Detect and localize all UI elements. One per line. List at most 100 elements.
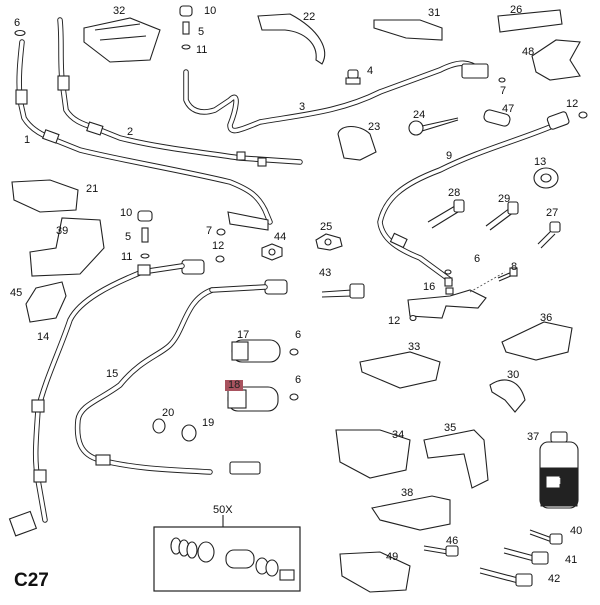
grommet-13-drawing[interactable] bbox=[533, 167, 559, 189]
bracket-31-drawing[interactable] bbox=[373, 19, 443, 41]
label-16[interactable]: 16 bbox=[423, 281, 436, 293]
holder-32-drawing[interactable] bbox=[83, 17, 161, 63]
valve-assembly-top[interactable] bbox=[179, 5, 193, 50]
label-7b[interactable]: 7 bbox=[206, 225, 213, 237]
label-35[interactable]: 35 bbox=[444, 422, 457, 434]
label-20[interactable]: 20 bbox=[162, 407, 175, 419]
label-14[interactable]: 14 bbox=[37, 331, 50, 343]
label-6b[interactable]: 6 bbox=[474, 253, 481, 265]
label-15[interactable]: 15 bbox=[106, 368, 119, 380]
pressure-hose-1-drawing[interactable] bbox=[15, 39, 273, 225]
label-12b[interactable]: 12 bbox=[212, 240, 225, 252]
union-16-drawing[interactable] bbox=[407, 269, 506, 319]
label-13[interactable]: 13 bbox=[534, 156, 547, 168]
label-50x[interactable]: 50X bbox=[213, 504, 233, 516]
label-11[interactable]: 11 bbox=[196, 44, 208, 56]
label-45[interactable]: 45 bbox=[10, 287, 23, 299]
bolt-42-drawing[interactable] bbox=[479, 567, 533, 587]
label-48[interactable]: 48 bbox=[522, 46, 535, 58]
seal-ring-7-top-drawing[interactable] bbox=[498, 77, 506, 83]
clip-34-drawing[interactable] bbox=[335, 429, 411, 479]
label-26[interactable]: 26 bbox=[510, 4, 523, 16]
return-pipe-2-drawing[interactable] bbox=[57, 17, 303, 167]
label-9[interactable]: 9 bbox=[446, 150, 453, 162]
valve-assembly-mid[interactable] bbox=[137, 210, 153, 276]
clip-21-drawing[interactable] bbox=[11, 179, 79, 213]
label-27[interactable]: 27 bbox=[546, 207, 559, 219]
nut-44-drawing[interactable] bbox=[261, 243, 283, 261]
bolt-40-drawing[interactable] bbox=[529, 529, 563, 545]
label-39[interactable]: 39 bbox=[56, 225, 69, 237]
label-3[interactable]: 3 bbox=[299, 101, 306, 113]
label-10b[interactable]: 10 bbox=[120, 207, 133, 219]
label-8[interactable]: 8 bbox=[511, 261, 518, 273]
label-19[interactable]: 19 bbox=[202, 417, 215, 429]
label-4[interactable]: 4 bbox=[367, 65, 374, 77]
seal-ring-7-mid-drawing[interactable] bbox=[216, 228, 226, 236]
label-5[interactable]: 5 bbox=[198, 26, 205, 38]
label-44[interactable]: 44 bbox=[274, 231, 287, 243]
bolt-27-drawing[interactable] bbox=[537, 221, 561, 249]
label-47[interactable]: 47 bbox=[502, 103, 515, 115]
bolt-8-drawing[interactable] bbox=[497, 267, 518, 282]
label-12[interactable]: 12 bbox=[566, 98, 579, 110]
union-4-drawing[interactable] bbox=[345, 69, 361, 85]
clip-39-drawing[interactable] bbox=[29, 217, 105, 277]
label-34[interactable]: 34 bbox=[392, 429, 405, 441]
label-10[interactable]: 10 bbox=[204, 5, 217, 17]
label-43[interactable]: 43 bbox=[319, 267, 332, 279]
pressure-switch-18-drawing[interactable] bbox=[227, 386, 299, 412]
bolt-29-drawing[interactable] bbox=[485, 201, 519, 231]
label-2[interactable]: 2 bbox=[127, 126, 134, 138]
label-32[interactable]: 32 bbox=[113, 5, 126, 17]
label-24[interactable]: 24 bbox=[413, 109, 426, 121]
label-5b[interactable]: 5 bbox=[125, 231, 132, 243]
bolt-28-drawing[interactable] bbox=[427, 199, 465, 229]
seal-ring-12-bottom-drawing[interactable] bbox=[409, 314, 417, 322]
label-42[interactable]: 42 bbox=[548, 573, 561, 585]
label-29[interactable]: 29 bbox=[498, 193, 511, 205]
label-41[interactable]: 41 bbox=[565, 554, 578, 566]
label-28[interactable]: 28 bbox=[448, 187, 461, 199]
label-21[interactable]: 21 bbox=[86, 183, 99, 195]
pipe-3-drawing[interactable] bbox=[183, 60, 489, 134]
trim-26-drawing[interactable] bbox=[497, 9, 563, 33]
label-31[interactable]: 31 bbox=[428, 7, 441, 19]
label-11b[interactable]: 11 bbox=[121, 251, 133, 263]
clamp-30-drawing[interactable] bbox=[489, 379, 526, 413]
sleeve-47-drawing[interactable] bbox=[483, 109, 511, 127]
clip-33-drawing[interactable] bbox=[359, 351, 441, 389]
oil-bottle-37-drawing[interactable] bbox=[539, 431, 579, 509]
plate-45-drawing[interactable] bbox=[25, 281, 67, 323]
clamp-23-drawing[interactable] bbox=[337, 125, 377, 161]
hose-15-drawing[interactable] bbox=[74, 279, 288, 475]
label-49[interactable]: 49 bbox=[386, 551, 399, 563]
bolt-41-drawing[interactable] bbox=[503, 547, 549, 565]
repair-kit-50x[interactable] bbox=[153, 515, 301, 592]
label-38[interactable]: 38 bbox=[401, 487, 414, 499]
seal-ring-12-right-drawing[interactable] bbox=[578, 111, 588, 119]
seal-ring-20-drawing[interactable] bbox=[152, 418, 166, 434]
bolt-43-drawing[interactable] bbox=[321, 283, 365, 299]
label-17[interactable]: 17 bbox=[237, 329, 250, 341]
label-46[interactable]: 46 bbox=[446, 535, 459, 547]
label-1[interactable]: 1 bbox=[24, 134, 31, 146]
label-33[interactable]: 33 bbox=[408, 341, 421, 353]
bolt-46-drawing[interactable] bbox=[423, 545, 459, 557]
clip-22-drawing[interactable] bbox=[257, 13, 326, 65]
label-36[interactable]: 36 bbox=[540, 312, 553, 324]
label-40[interactable]: 40 bbox=[570, 525, 583, 537]
label-30[interactable]: 30 bbox=[507, 369, 520, 381]
seal-ring-12-mid-drawing[interactable] bbox=[215, 255, 225, 263]
label-37[interactable]: 37 bbox=[527, 431, 540, 443]
screw-24-drawing[interactable] bbox=[408, 117, 459, 136]
label-7[interactable]: 7 bbox=[500, 85, 507, 97]
pipe-9-drawing[interactable] bbox=[377, 111, 570, 283]
label-6d[interactable]: 6 bbox=[295, 374, 302, 386]
label-6c[interactable]: 6 bbox=[295, 329, 302, 341]
label-18-highlighted[interactable]: 18 bbox=[225, 380, 244, 391]
label-23[interactable]: 23 bbox=[368, 121, 381, 133]
bracket-36-drawing[interactable] bbox=[501, 321, 573, 361]
pressure-switch-17-drawing[interactable] bbox=[231, 339, 299, 363]
bracket-35-drawing[interactable] bbox=[423, 429, 489, 489]
